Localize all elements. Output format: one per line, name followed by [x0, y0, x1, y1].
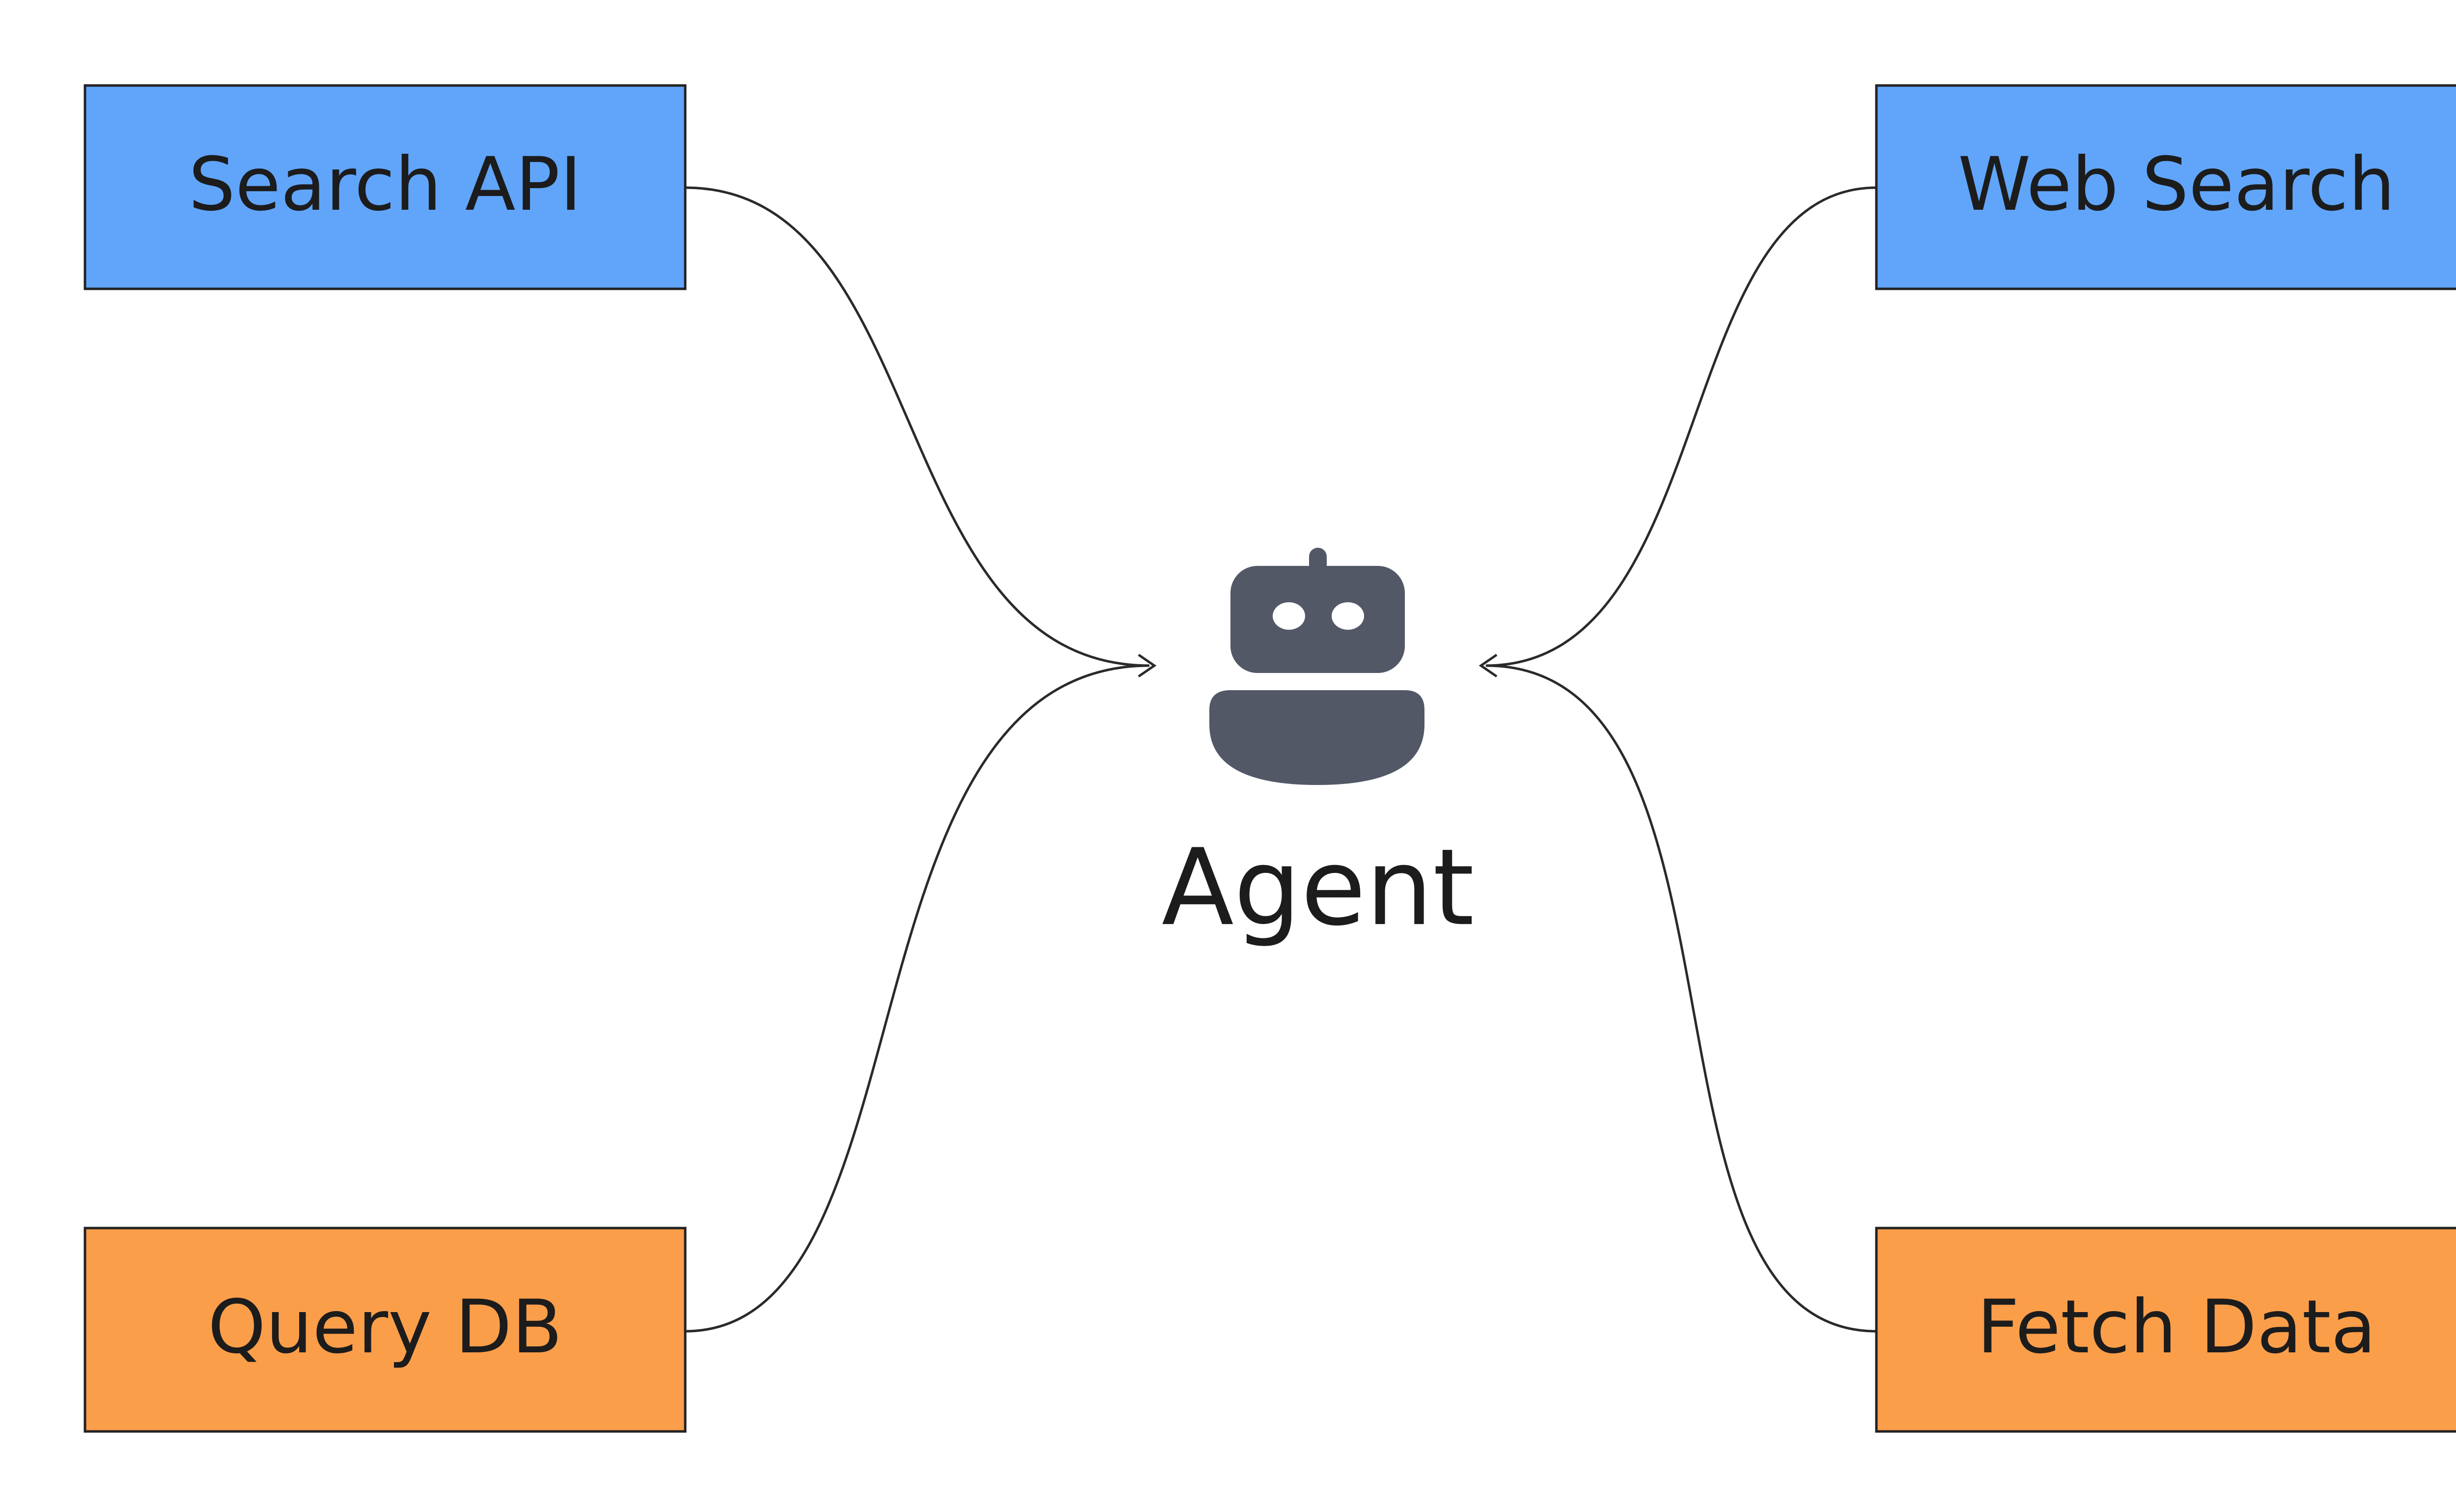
- robot-icon: [1209, 548, 1424, 785]
- node-web-search[interactable]: Web Search: [1875, 84, 2456, 290]
- agent-node[interactable]: Agent: [1162, 548, 1474, 949]
- node-fetch-data-box: [1875, 1227, 2456, 1433]
- robot-eye-left: [1273, 602, 1305, 630]
- node-web-search-box: [1875, 84, 2456, 290]
- node-query-db-label: Query DB: [208, 1285, 562, 1370]
- node-fetch-data[interactable]: Fetch Data: [1875, 1227, 2456, 1433]
- node-query-db-box: [84, 1227, 687, 1433]
- robot-body: [1209, 690, 1424, 785]
- node-search-api-box: [84, 84, 687, 290]
- edge-search-api-to-agent: [685, 186, 1150, 667]
- edge-fetch-data-to-agent: [1485, 664, 1877, 1333]
- edge-web-search-to-agent: [1485, 186, 1877, 667]
- edge-query-db-to-agent: [685, 664, 1150, 1333]
- robot-head: [1230, 566, 1405, 673]
- arrowhead-left: [1138, 653, 1157, 678]
- arrowhead-right: [1479, 653, 1498, 678]
- node-search-api[interactable]: Search API: [84, 84, 687, 290]
- edges: [685, 186, 1877, 1333]
- node-fetch-data-label: Fetch Data: [1977, 1285, 2376, 1370]
- node-search-api-label: Search API: [189, 142, 582, 227]
- node-web-search-label: Web Search: [1958, 142, 2395, 227]
- robot-eye-right: [1332, 602, 1364, 630]
- agent-label: Agent: [1162, 826, 1474, 949]
- node-query-db[interactable]: Query DB: [84, 1227, 687, 1433]
